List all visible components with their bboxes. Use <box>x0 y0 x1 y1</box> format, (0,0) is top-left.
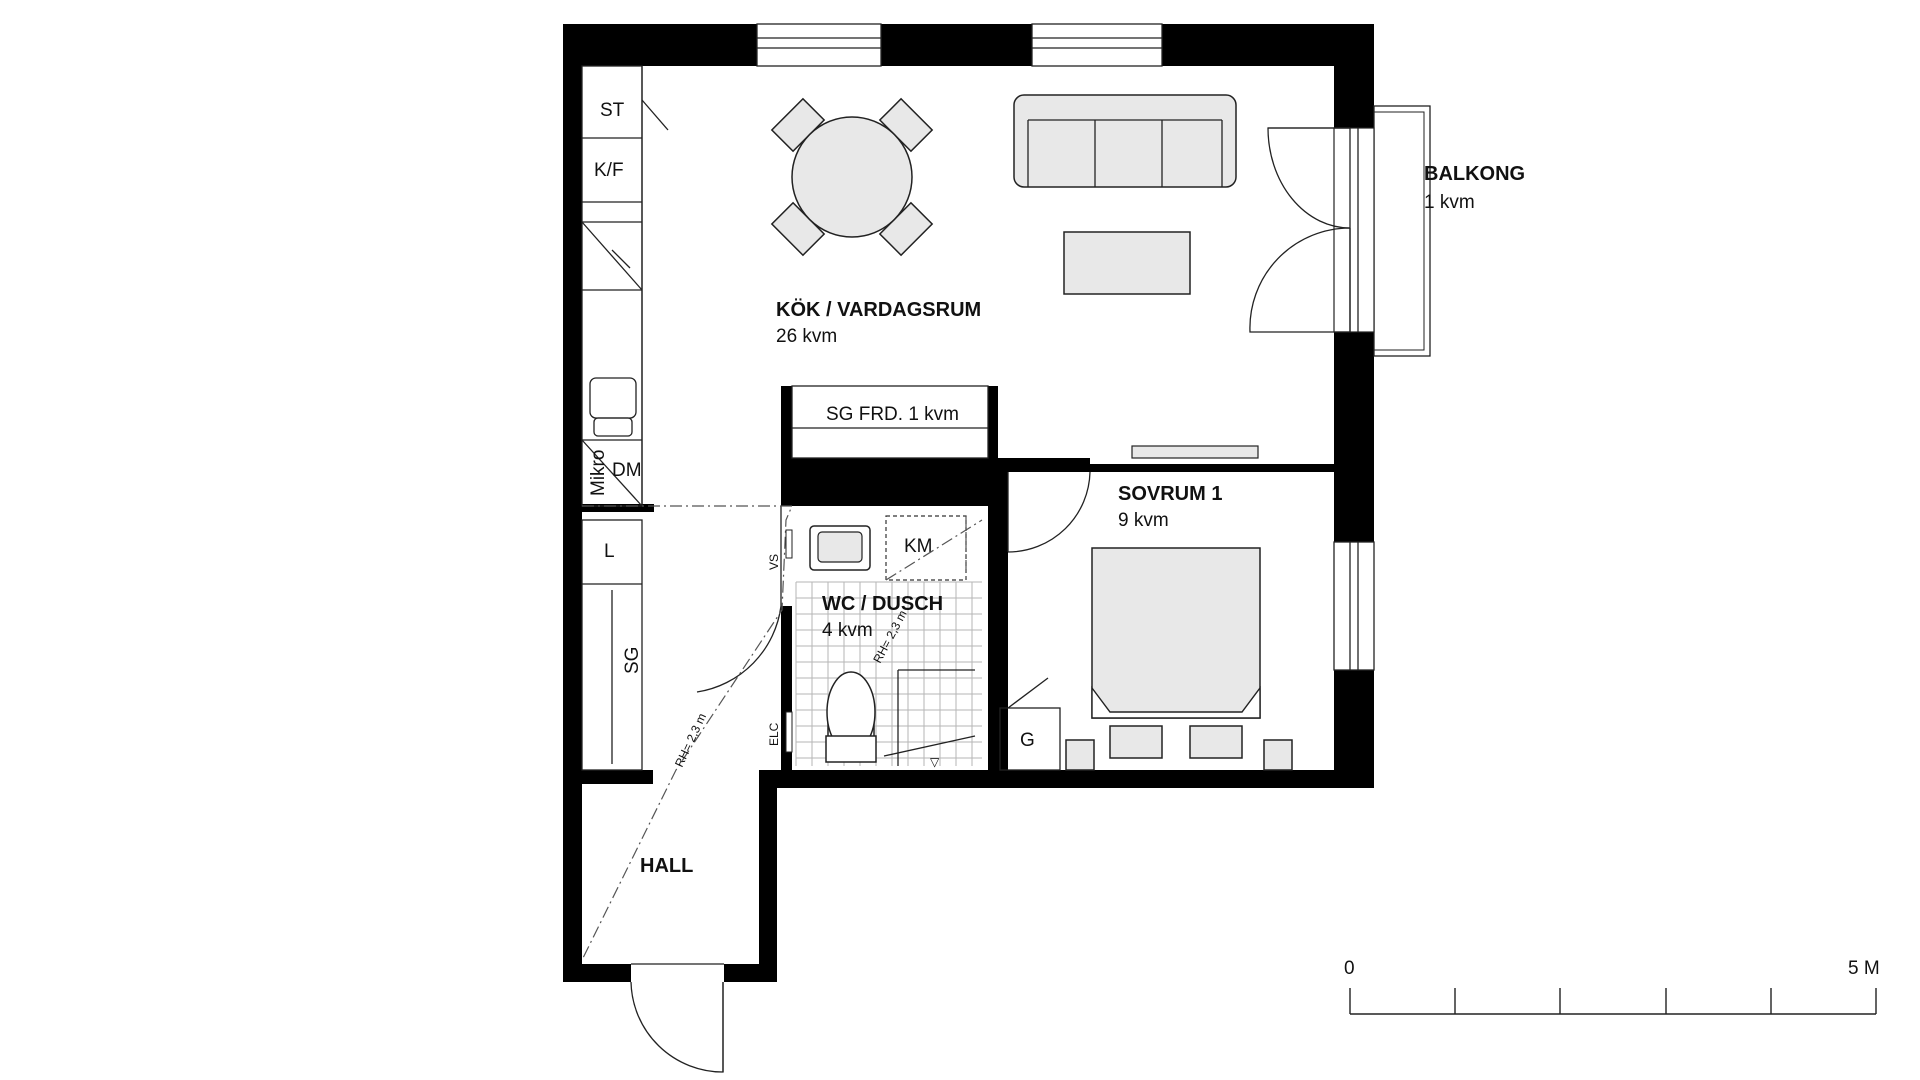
hall-wardrobe <box>581 519 643 771</box>
kitchen-counter <box>581 65 669 507</box>
window-bedroom <box>1333 541 1375 671</box>
dining-set <box>770 97 934 257</box>
vs-label: VS <box>767 554 781 570</box>
scale-start-label: 0 <box>1344 958 1355 979</box>
window-top-left <box>756 23 882 67</box>
dm-label: DM <box>612 460 642 481</box>
tv-bench <box>1131 445 1259 459</box>
bedroom-area: 9 kvm <box>1118 510 1169 531</box>
sofa <box>1013 94 1237 188</box>
elc-label: ELC <box>767 722 781 746</box>
g-label: G <box>1020 730 1035 751</box>
kitchen-living-area: 26 kvm <box>776 326 837 347</box>
hall-ceiling-height: RH= 2,3 m <box>672 711 709 769</box>
outer-walls <box>563 24 1374 982</box>
sg-frd-label: SG FRD. 1 kvm <box>826 404 959 425</box>
interior-walls <box>582 386 1334 772</box>
toilet <box>825 671 877 763</box>
wardrobe-g <box>999 707 1061 771</box>
km-label: KM <box>904 536 933 557</box>
floor-drain-icon: ▽ <box>930 755 940 769</box>
sg-label: SG <box>622 647 643 674</box>
kitchen-living-name: KÖK / VARDAGSRUM <box>776 298 981 321</box>
scale-bar <box>1349 988 1877 1015</box>
window-top-right <box>1031 23 1163 67</box>
mikro-label: Mikro <box>588 450 609 496</box>
bed <box>1065 547 1293 771</box>
coffee-table <box>1063 231 1191 295</box>
kf-label: K/F <box>594 160 624 181</box>
bedroom-name: SOVRUM 1 <box>1118 483 1222 505</box>
bathroom-area: 4 kvm <box>822 620 873 641</box>
hall-name: HALL <box>640 855 693 877</box>
st-label: ST <box>600 100 625 121</box>
scale-end-label: 5 M <box>1848 958 1880 979</box>
bathroom-name: WC / DUSCH <box>822 593 943 615</box>
balcony-area: 1 kvm <box>1424 192 1475 213</box>
l-label: L <box>604 541 615 562</box>
balcony <box>1249 105 1431 357</box>
balcony-name: BALKONG <box>1424 163 1525 185</box>
